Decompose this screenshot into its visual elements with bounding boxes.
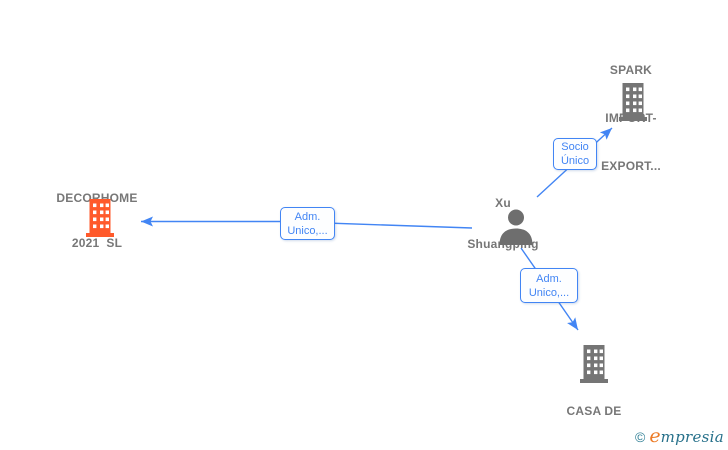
- edge-label-line: Socio: [561, 141, 589, 153]
- edge-label-adm-unico-casa[interactable]: Adm. Unico,...: [520, 268, 578, 303]
- edge-label-line: Único: [560, 155, 590, 167]
- node-label-casa-de-pin: CASA DE PIN 2022 SL: [557, 404, 631, 450]
- edge-label-line: Adm.: [294, 210, 321, 223]
- empresia-brand-text: empresia: [649, 425, 724, 447]
- empresia-watermark: © empresia: [635, 425, 724, 447]
- copyright-icon: ©: [635, 429, 646, 445]
- company-building-icon-highlighted[interactable]: [86, 199, 114, 237]
- person-icon[interactable]: [498, 209, 534, 245]
- edge-label-line: Unico,...: [287, 224, 328, 237]
- company-building-icon[interactable]: [618, 83, 648, 121]
- edge-label-line: Unico,...: [528, 286, 570, 299]
- edge-label-adm-unico-decorhome[interactable]: Adm. Unico,...: [280, 207, 335, 240]
- edge-label-socio-unico-spark[interactable]: Socio Único: [553, 138, 597, 170]
- edge-label-line: Adm.: [536, 272, 562, 285]
- node-label-decorhome: DECORHOME 2021 SL: [56, 191, 138, 250]
